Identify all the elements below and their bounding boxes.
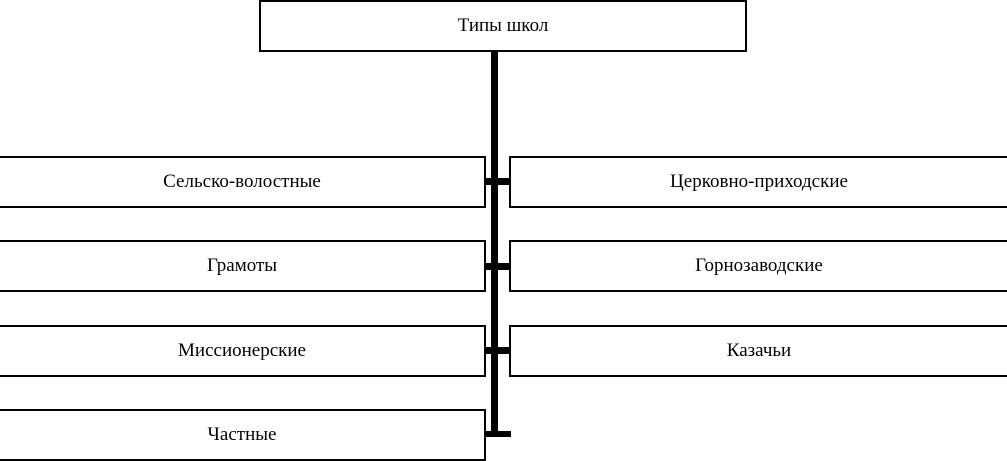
node-left-2-label: Грамоты — [206, 254, 278, 276]
node-left-1[interactable]: Сельско-волостные — [0, 156, 486, 208]
node-left-3-label: Миссионерские — [178, 339, 306, 361]
node-right-2-label: Горнозаводские — [695, 254, 823, 276]
node-right-1[interactable]: Церковно-приходские — [509, 156, 1007, 208]
node-root-label: Типы школ — [457, 14, 549, 36]
node-right-2[interactable]: Горнозаводские — [509, 240, 1007, 292]
node-root[interactable]: Типы школ — [259, 0, 747, 52]
node-left-2[interactable]: Грамоты — [0, 240, 486, 292]
trunk-line — [491, 52, 498, 435]
connector-row-1 — [478, 178, 511, 185]
connector-row-2 — [478, 263, 511, 270]
node-left-4[interactable]: Частные — [0, 409, 486, 461]
trunk-foot-line — [484, 431, 511, 437]
node-right-3-label: Казачьи — [726, 339, 792, 361]
node-left-3[interactable]: Миссионерские — [0, 325, 486, 377]
node-left-4-label: Частные — [207, 423, 277, 445]
node-left-1-label: Сельско-волостные — [163, 170, 321, 192]
connector-row-3 — [478, 347, 511, 354]
node-right-3[interactable]: Казачьи — [509, 325, 1007, 377]
node-right-1-label: Церковно-приходские — [670, 170, 848, 192]
